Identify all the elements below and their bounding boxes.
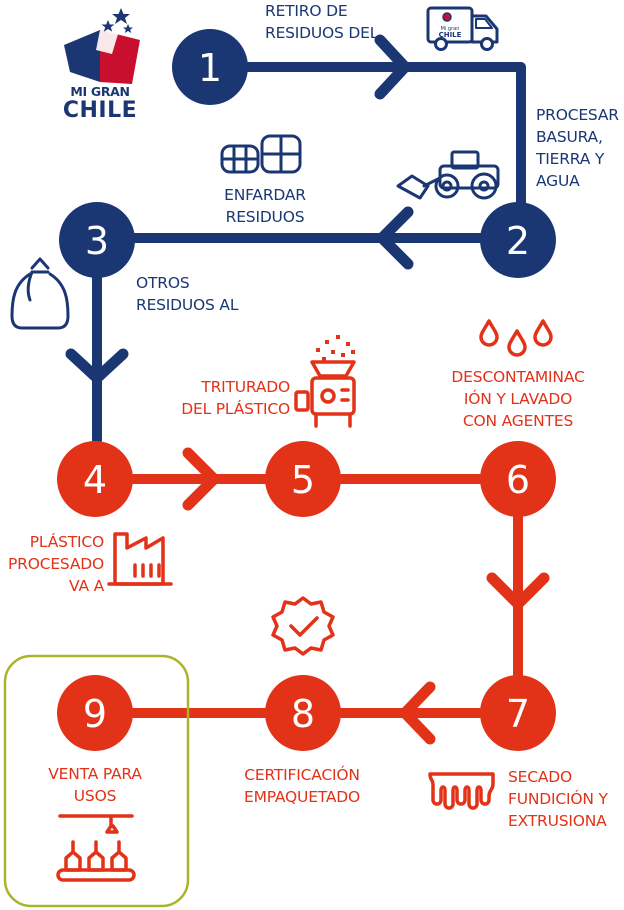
melting-icon [428,772,495,810]
step-5-label: TRITURADO DEL PLÁSTICO [181,378,290,418]
red-arrowheads [182,447,550,745]
navy-arrowheads [65,34,414,384]
garbage-bag-icon [10,257,70,330]
step-3-circle [59,202,135,278]
arrowhead-6-7 [486,572,550,610]
arrowhead-2-3 [376,206,414,270]
shredder-icon [294,335,356,428]
step-7-label: SECADO FUNDICIÓN Y EXTRUSIONA [508,768,608,830]
step-8-number: 8 [291,692,315,736]
step-8-label: CERTIFICACIÓN EMPAQUETADO [244,766,360,806]
arrowhead-4-5 [182,447,220,511]
step-4-circle [57,441,133,517]
step-7-circle [480,675,556,751]
other-waste-label: OTROS RESIDUOS AL [136,274,239,314]
step-numbers: 1 2 3 4 5 6 7 8 9 [83,46,530,736]
step-9-number: 9 [83,692,107,736]
final-step-highlight [3,654,190,908]
brand-logo-line2: CHILE [62,98,138,123]
arrowhead-1-2 [374,34,411,100]
logo-icon [64,8,140,84]
logo-star-2 [101,20,115,32]
step-9-label: VENTA PARA USOS [48,765,142,805]
arrowhead-7-8 [399,681,436,745]
arrowhead-3-4 [65,348,129,384]
bottling-line-icon [56,814,136,882]
step-6-number: 6 [506,458,530,502]
step-9-circle [57,675,133,751]
brand-logo-text: MI GRAN CHILE [55,84,145,123]
truck-badge-line2: CHILE [439,31,462,39]
bales-icon [220,134,302,174]
step-2-circle [480,202,556,278]
red-connectors [128,474,523,718]
certified-badge-icon [271,596,335,656]
factory-icon [107,532,173,586]
step-7-number: 7 [506,692,530,736]
bulldozer-icon [396,150,500,200]
step-6-label: DESCONTAMINAC IÓN Y LAVADO CON AGENTES [451,368,585,430]
step-2-number: 2 [506,219,530,263]
step-5-circle [265,441,341,517]
step-1-circle [172,29,248,105]
step-3-label: ENFARDAR RESIDUOS [224,186,306,226]
navy-connectors [92,62,526,445]
logo-star-3 [123,24,133,33]
water-drops-icon [479,319,553,357]
step-8-circle [265,675,341,751]
brand-logo-line1: MI GRAN [70,84,130,99]
step-circles [57,29,556,751]
step-4-number: 4 [83,458,107,502]
logo-star-1 [112,8,130,24]
step-3-number: 3 [85,219,109,263]
step-1-number: 1 [198,46,222,90]
truck-badge-line1: Mi gran [441,26,460,32]
connector-1-2 [240,62,526,220]
step-5-number: 5 [291,458,315,502]
step-4-label: PLÁSTICO PROCESADO VA A [8,533,104,595]
step-1-label: RETIRO DE RESIDUOS DEL [265,2,379,42]
step-2-label: PROCESAR BASURA, TIERRA Y AGUA [536,106,619,190]
step-6-circle [480,441,556,517]
truck-icon: Mi gran CHILE [426,6,499,51]
